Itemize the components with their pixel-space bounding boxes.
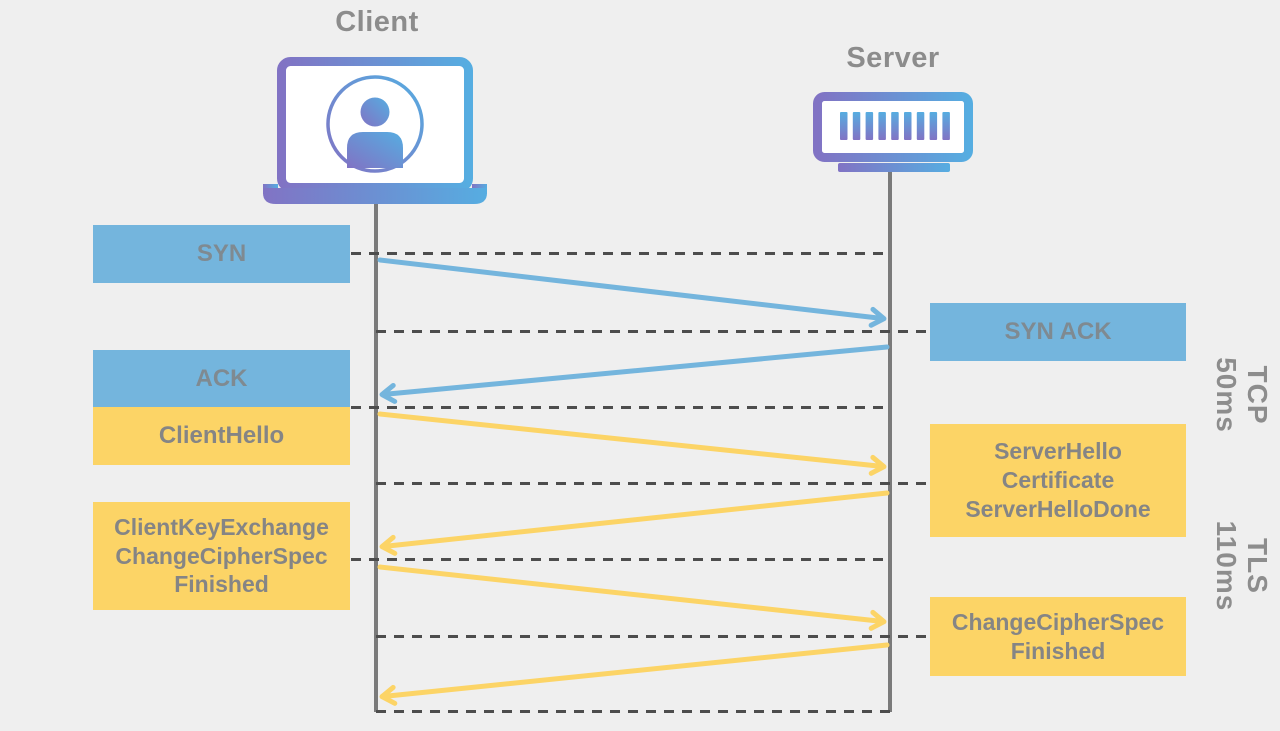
server-icon <box>813 92 973 172</box>
message-text: ChangeCipherSpec <box>951 608 1165 635</box>
message-text: Finished <box>174 571 269 598</box>
message-text: Certificate <box>1001 467 1115 494</box>
client-key-exchange-arrow <box>377 564 887 631</box>
change-cipher-spec-arrow <box>379 642 890 706</box>
message-text: ClientKeyExchange <box>114 513 329 540</box>
message-box-client-key-exchange: ClientKeyExchange ChangeCipherSpec Finis… <box>93 502 350 610</box>
message-text: ACK <box>195 364 248 392</box>
message-box-client-hello: ClientHello <box>93 407 350 465</box>
message-box-server-hello: ServerHello Certificate ServerHelloDone <box>930 424 1186 537</box>
phase-name: TLS <box>1242 538 1274 594</box>
message-text: ClientHello <box>158 422 285 449</box>
server-hello-arrow <box>379 490 890 556</box>
message-box-syn-ack: SYN ACK <box>930 303 1186 361</box>
person-icon <box>326 75 424 173</box>
message-box-syn: SYN <box>93 225 350 283</box>
syn-ack-arrow <box>379 344 890 404</box>
message-arrows <box>377 257 890 706</box>
message-text: ServerHelloDone <box>965 495 1151 522</box>
client-hello-arrow <box>377 411 887 476</box>
message-text: SYN <box>196 240 247 267</box>
timing-dashed-lines <box>351 252 930 713</box>
message-text: Finished <box>1010 637 1106 664</box>
message-box-change-cipher-spec: ChangeCipherSpec Finished <box>930 597 1186 676</box>
phase-label-tls: TLS 110ms <box>1197 486 1280 646</box>
client-laptop-icon <box>263 57 487 204</box>
syn-arrow <box>377 257 887 328</box>
message-text: ServerHello <box>994 438 1122 465</box>
phase-duration: 110ms <box>1211 520 1242 612</box>
phase-label-tcp: TCP 50ms <box>1197 315 1280 475</box>
phase-duration: 50ms <box>1211 357 1242 433</box>
message-text: ChangeCipherSpec <box>115 542 328 569</box>
client-title: Client <box>335 6 419 38</box>
message-box-ack: ACK <box>93 350 350 407</box>
message-text: SYN ACK <box>1004 318 1112 345</box>
server-title: Server <box>846 42 940 74</box>
phase-name: TCP <box>1242 365 1274 425</box>
